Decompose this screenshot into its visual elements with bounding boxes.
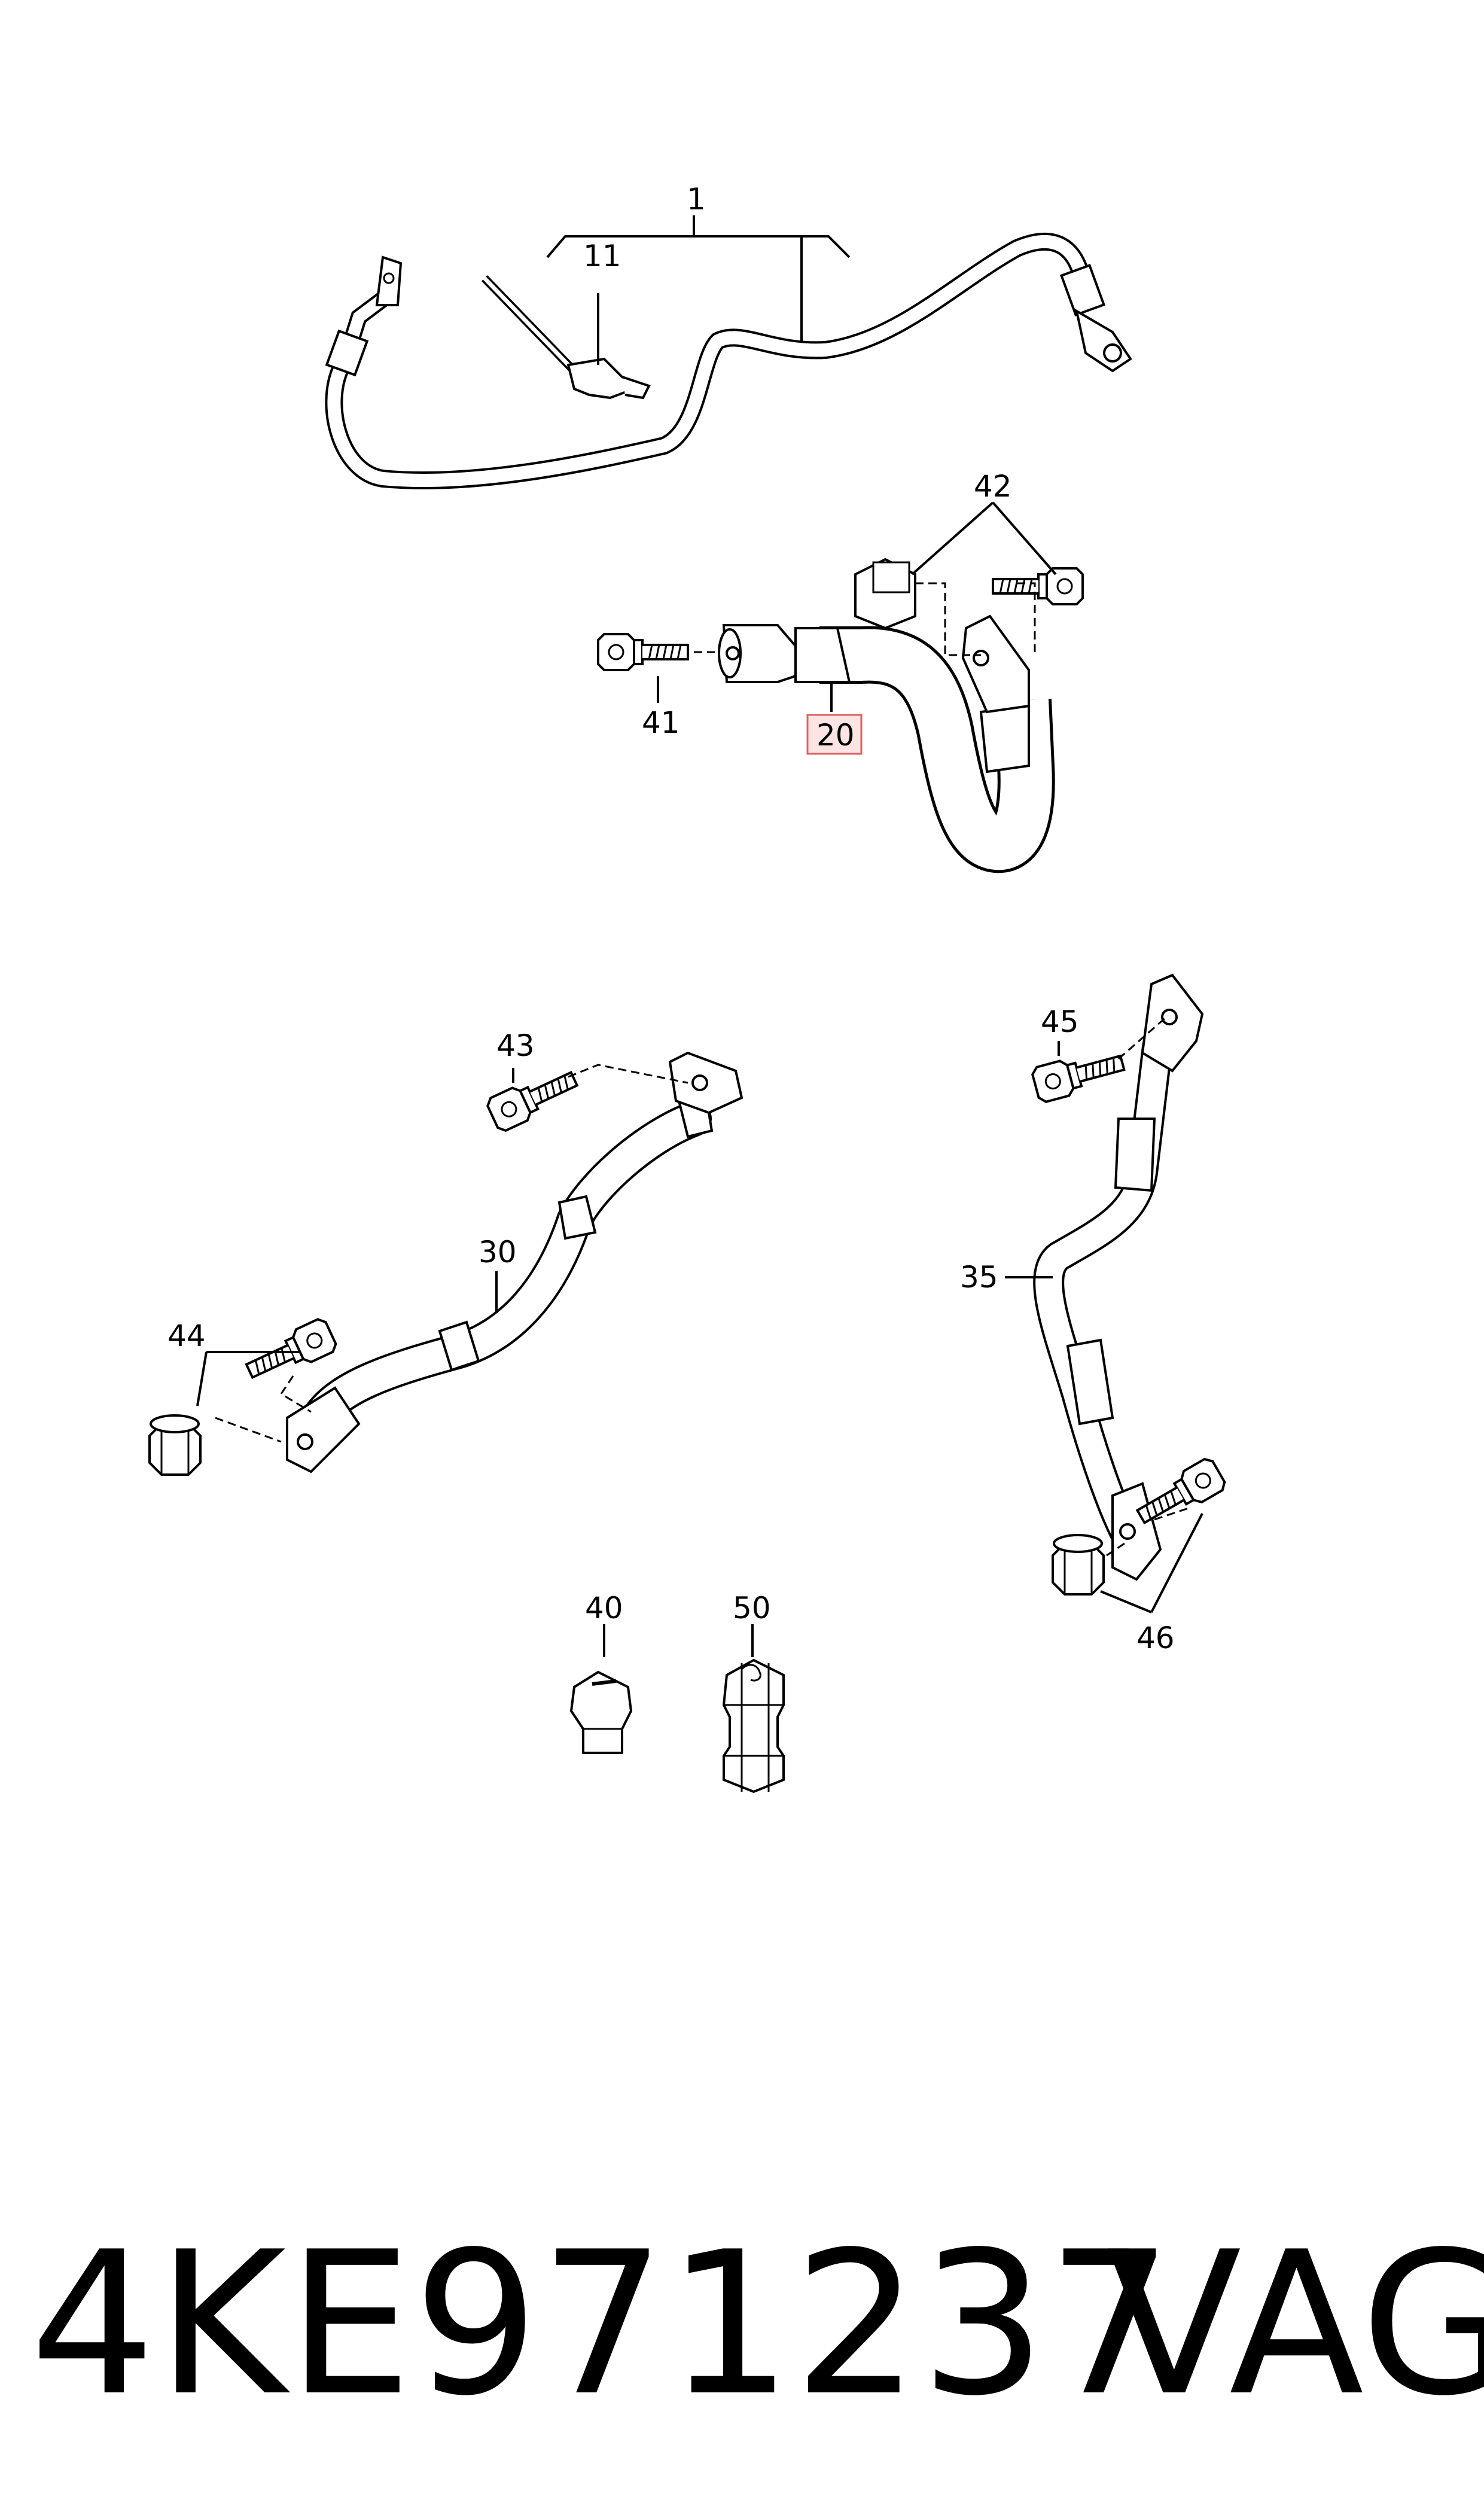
callout-41: 41	[642, 705, 680, 740]
part-number: 4KE971237	[30, 2209, 1174, 2439]
brand-name: VAG	[1107, 2209, 1484, 2439]
callout-20-box	[806, 714, 863, 755]
callout-42: 42	[974, 469, 1012, 504]
callout-44: 44	[167, 1319, 206, 1353]
nuts-40-50: 40 50	[569, 1591, 785, 1794]
callout-11: 11	[583, 239, 621, 273]
callout-46: 46	[1136, 1621, 1175, 1655]
battery-cable-assembly: 1 11	[325, 182, 1132, 489]
callout-43: 43	[496, 1028, 535, 1063]
earth-strap-35-assembly: 45 46 35	[960, 973, 1229, 1655]
callout-40: 40	[585, 1591, 623, 1625]
callout-35: 35	[960, 1260, 998, 1295]
callout-1: 1	[687, 182, 706, 217]
callout-30: 30	[479, 1235, 517, 1269]
callout-50: 50	[733, 1591, 771, 1625]
earth-strap-30-assembly: 43 44 30	[148, 1028, 743, 1476]
earth-strap-20-assembly: 41 42 20	[597, 469, 1084, 873]
callout-45: 45	[1041, 1004, 1079, 1039]
callout-20: 20	[816, 718, 855, 753]
